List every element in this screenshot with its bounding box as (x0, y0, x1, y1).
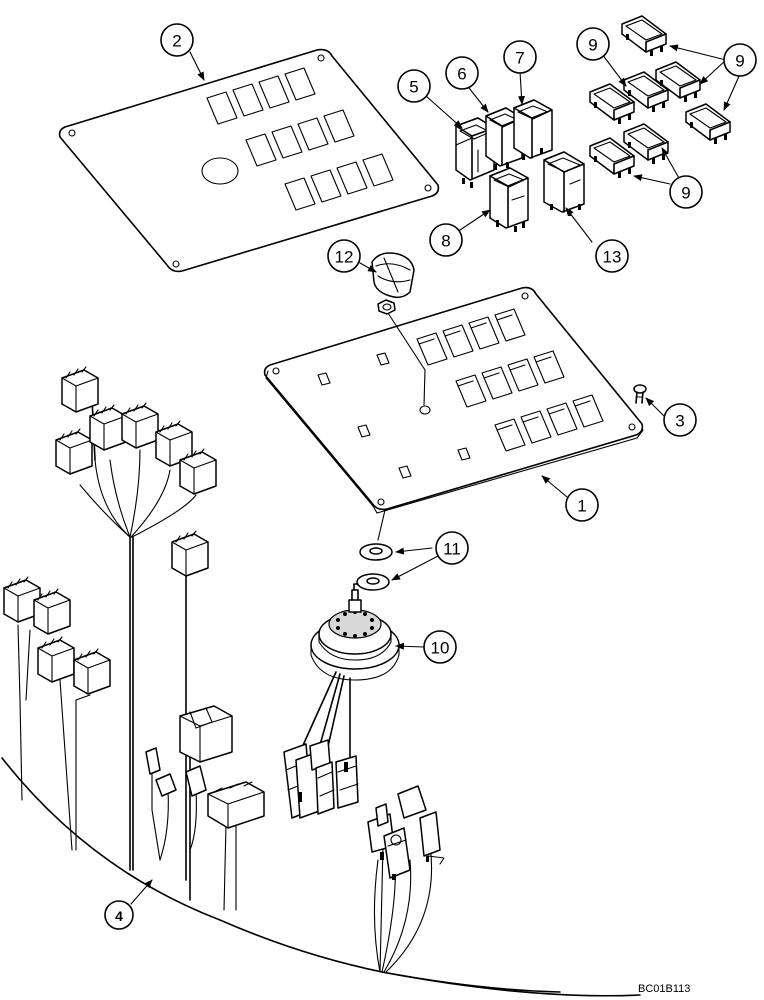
callout-circle (565, 488, 599, 522)
callout-label: 9 (735, 52, 744, 71)
callout-circle (669, 175, 703, 209)
rotary-switch (310, 583, 400, 681)
rocker-switch-8 (489, 167, 529, 232)
callout-label: 2 (172, 32, 181, 51)
callout-circle (160, 23, 194, 57)
callout-label: 1 (577, 497, 586, 516)
callout-circle (723, 43, 757, 77)
callout-circle (663, 403, 697, 437)
screw (633, 384, 647, 404)
callout-circle (327, 239, 361, 273)
callout-6: 6 (445, 56, 479, 90)
callout-label: 13 (603, 248, 622, 267)
washer-leader (377, 509, 386, 541)
callout-label: 9 (681, 184, 690, 203)
hex-nut (377, 299, 396, 315)
callout-9b: 9 (723, 43, 757, 77)
callout-label: 5 (409, 78, 418, 97)
callout-circle (423, 630, 457, 664)
callout-circle (576, 27, 610, 61)
callout-label: 6 (457, 65, 466, 84)
washers (356, 543, 393, 591)
callout-label: 4 (115, 908, 123, 924)
callout-label: 9 (588, 36, 597, 55)
wire-harness (1, 397, 641, 997)
callout-5: 5 (397, 69, 431, 103)
callout-8: 8 (429, 223, 463, 257)
callout-9c: 9 (669, 175, 703, 209)
callout-leaders (130, 44, 741, 905)
callout-2: 2 (160, 23, 194, 57)
callout-circle (595, 239, 629, 273)
harness-connectors-right (367, 785, 445, 880)
callout-circle (397, 69, 431, 103)
rocker-switch-13 (543, 151, 585, 216)
callout-label: 3 (675, 412, 684, 431)
callout-12: 12 (327, 239, 361, 273)
callout-7: 7 (503, 40, 537, 74)
switch-panel-plate (263, 286, 644, 514)
callout-label: 10 (431, 639, 450, 658)
callout-9a: 9 (576, 27, 610, 61)
callout-label: 12 (335, 248, 354, 267)
callout-13: 13 (595, 239, 629, 273)
callout-circle (435, 531, 469, 565)
rocker-switch-group (455, 99, 553, 188)
rotary-switch-connectors (283, 739, 359, 819)
callout-1: 1 (565, 488, 599, 522)
callout-11: 11 (435, 531, 469, 565)
callout-circle (445, 56, 479, 90)
harness-connectors-left (3, 576, 111, 695)
callout-label: 11 (443, 540, 461, 559)
harness-connectors-middle (145, 705, 265, 829)
callout-label: 8 (441, 232, 450, 251)
callout-circle (503, 40, 537, 74)
harness-connectors-top (55, 366, 217, 577)
callout-4: 4 (104, 900, 134, 930)
callout-circle (104, 900, 134, 930)
overlay-decal-plate (58, 48, 440, 273)
rotary-knob (371, 252, 415, 299)
callout-label: 7 (515, 49, 524, 68)
drawing-code: BC01B113 (638, 983, 690, 995)
callout-circle (429, 223, 463, 257)
nut-leader (387, 312, 426, 406)
blank-plug-group (589, 15, 731, 178)
callout-3: 3 (663, 403, 697, 437)
callout-10: 10 (423, 630, 457, 664)
